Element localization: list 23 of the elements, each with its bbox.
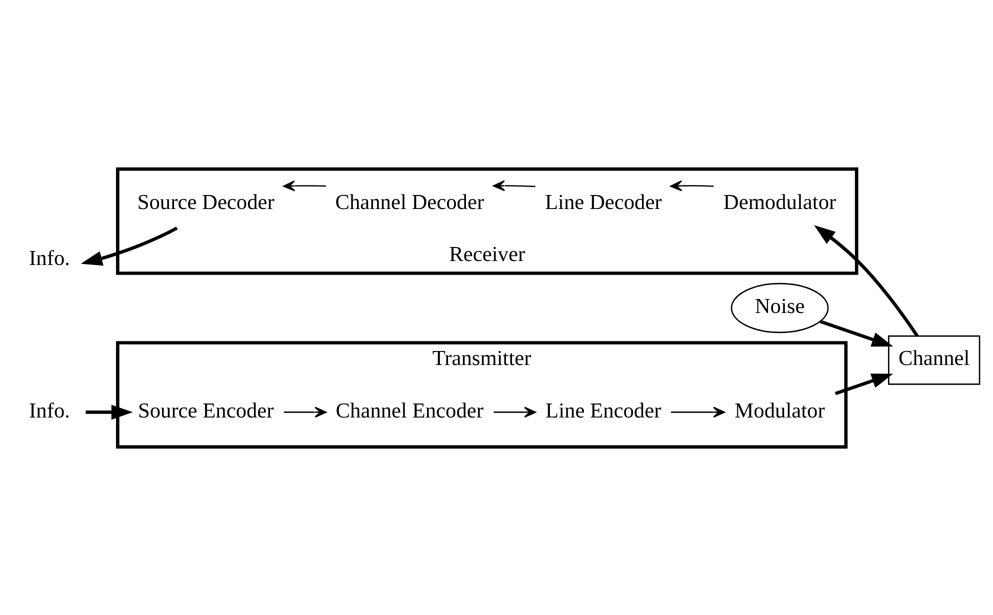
arrow <box>80 226 178 266</box>
node-box: Channel <box>888 334 980 384</box>
node-ellipse: Noise <box>730 282 829 333</box>
arrow <box>284 406 327 418</box>
node-text: Demodulator <box>723 189 836 214</box>
node-text: Modulator <box>734 398 825 422</box>
node-text: Source Encoder <box>138 398 274 422</box>
arrow <box>820 319 894 346</box>
arrow <box>814 224 919 336</box>
arrow <box>670 180 714 191</box>
node-text: Channel Encoder <box>336 398 484 422</box>
arrow <box>283 180 326 191</box>
node-text: Info. <box>29 398 70 422</box>
node-text: Source Decoder <box>137 189 274 214</box>
node-text: Line Encoder <box>546 398 662 422</box>
arrow <box>494 406 536 418</box>
node-text: Channel Decoder <box>335 189 484 214</box>
node-text: Info. <box>29 245 70 270</box>
arrow <box>834 373 894 395</box>
arrow <box>86 404 133 420</box>
arrow <box>670 406 725 418</box>
node-text: Line Decoder <box>544 189 662 214</box>
arrow <box>493 180 536 191</box>
